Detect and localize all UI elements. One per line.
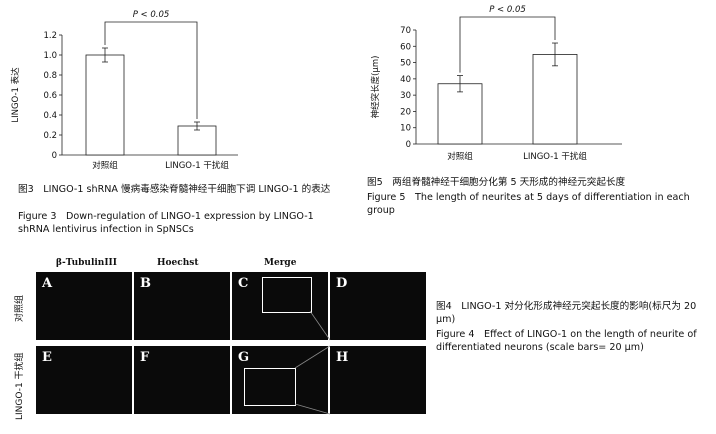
y-axis-label: 神经突长度(µm): [370, 56, 381, 119]
figure5-caption-en: Figure 5 The length of neurites at 5 day…: [367, 192, 690, 216]
significance-bracket: [459, 16, 556, 73]
y-tick-label: 0: [406, 140, 411, 150]
micrograph-panel-h: H: [330, 346, 426, 414]
category-label: 对照组: [92, 160, 118, 171]
bar: [532, 54, 578, 145]
zoom-guide-line: [294, 403, 331, 415]
significance-bracket: [104, 21, 198, 119]
bar: [85, 54, 125, 156]
panel-label: B: [140, 276, 151, 291]
panel-label: D: [336, 276, 348, 291]
y-tick-label: 50: [400, 59, 411, 69]
figure3-caption-en: Figure 3 Down-regulation of LINGO-1 expr…: [18, 211, 314, 235]
y-tick-label: 10: [400, 124, 411, 134]
zoom-guide-line: [294, 345, 331, 369]
significance-annotation: P < 0.05: [133, 10, 170, 20]
col-header-tubulin: β-TubulinIII: [56, 258, 117, 268]
col-header-merge: Merge: [264, 258, 297, 268]
panel-label: G: [238, 350, 250, 365]
y-tick-label: 1.2: [43, 31, 57, 41]
panel-label: C: [238, 276, 249, 291]
y-tick-label: 0.8: [43, 71, 57, 81]
micrograph-panel-d: D: [330, 272, 426, 340]
category-label: 对照组: [447, 151, 473, 162]
figure4-caption-cn: 图4 LINGO-1 对分化形成神经元突起长度的影响(标尺为 20 µm): [436, 301, 697, 325]
y-tick-label: 20: [400, 107, 411, 117]
zoom-inset-box: [244, 368, 296, 406]
y-axis-label: LINGO-1 表达: [10, 67, 21, 123]
y-tick-label: 1.0: [43, 51, 57, 61]
panel-label: F: [140, 350, 150, 365]
zoom-inset-box: [262, 277, 312, 313]
y-tick-label: 60: [400, 42, 411, 52]
y-tick-label: 0: [52, 151, 57, 161]
panel-label: A: [42, 276, 53, 291]
micrograph-panel-b: B: [134, 272, 230, 340]
zoom-guide-line: [309, 310, 331, 341]
micrograph-panel-c: C: [232, 272, 328, 340]
micrograph-panel-a: A: [36, 272, 132, 340]
figure5-chart: 0 10 20 30 40 50 60 70 神经突长度(µm) 对照组 LINGO-1 干扰组 P …: [370, 5, 622, 162]
col-header-hoechst: Hoechst: [157, 258, 199, 268]
significance-annotation: P < 0.05: [489, 5, 526, 15]
y-tick-label: 40: [400, 75, 411, 85]
y-tick-label: 30: [400, 91, 411, 101]
figure4-caption-en: Figure 4 Effect of LINGO-1 on the length…: [436, 329, 697, 353]
micrograph-panel-f: F: [134, 346, 230, 414]
category-label: LINGO-1 干扰组: [165, 160, 229, 171]
panel-label: H: [336, 350, 349, 365]
y-tick-label: 0.6: [43, 91, 57, 101]
category-label: LINGO-1 干扰组: [523, 151, 587, 162]
panel-label: E: [42, 350, 52, 365]
y-tick-label: 0.4: [43, 111, 57, 121]
y-tick-label: 70: [400, 26, 411, 36]
figure5-caption-cn: 图5 两组脊髓神经干细胞分化第 5 天形成的神经元突起长度: [367, 177, 626, 188]
figure3-caption-cn: 图3 LINGO-1 shRNA 慢病毒感染脊髓神经干细胞下调 LINGO-1 …: [18, 184, 331, 195]
y-tick-label: 0.2: [43, 131, 57, 141]
bar: [437, 83, 483, 145]
micrograph-panel-e: E: [36, 346, 132, 414]
